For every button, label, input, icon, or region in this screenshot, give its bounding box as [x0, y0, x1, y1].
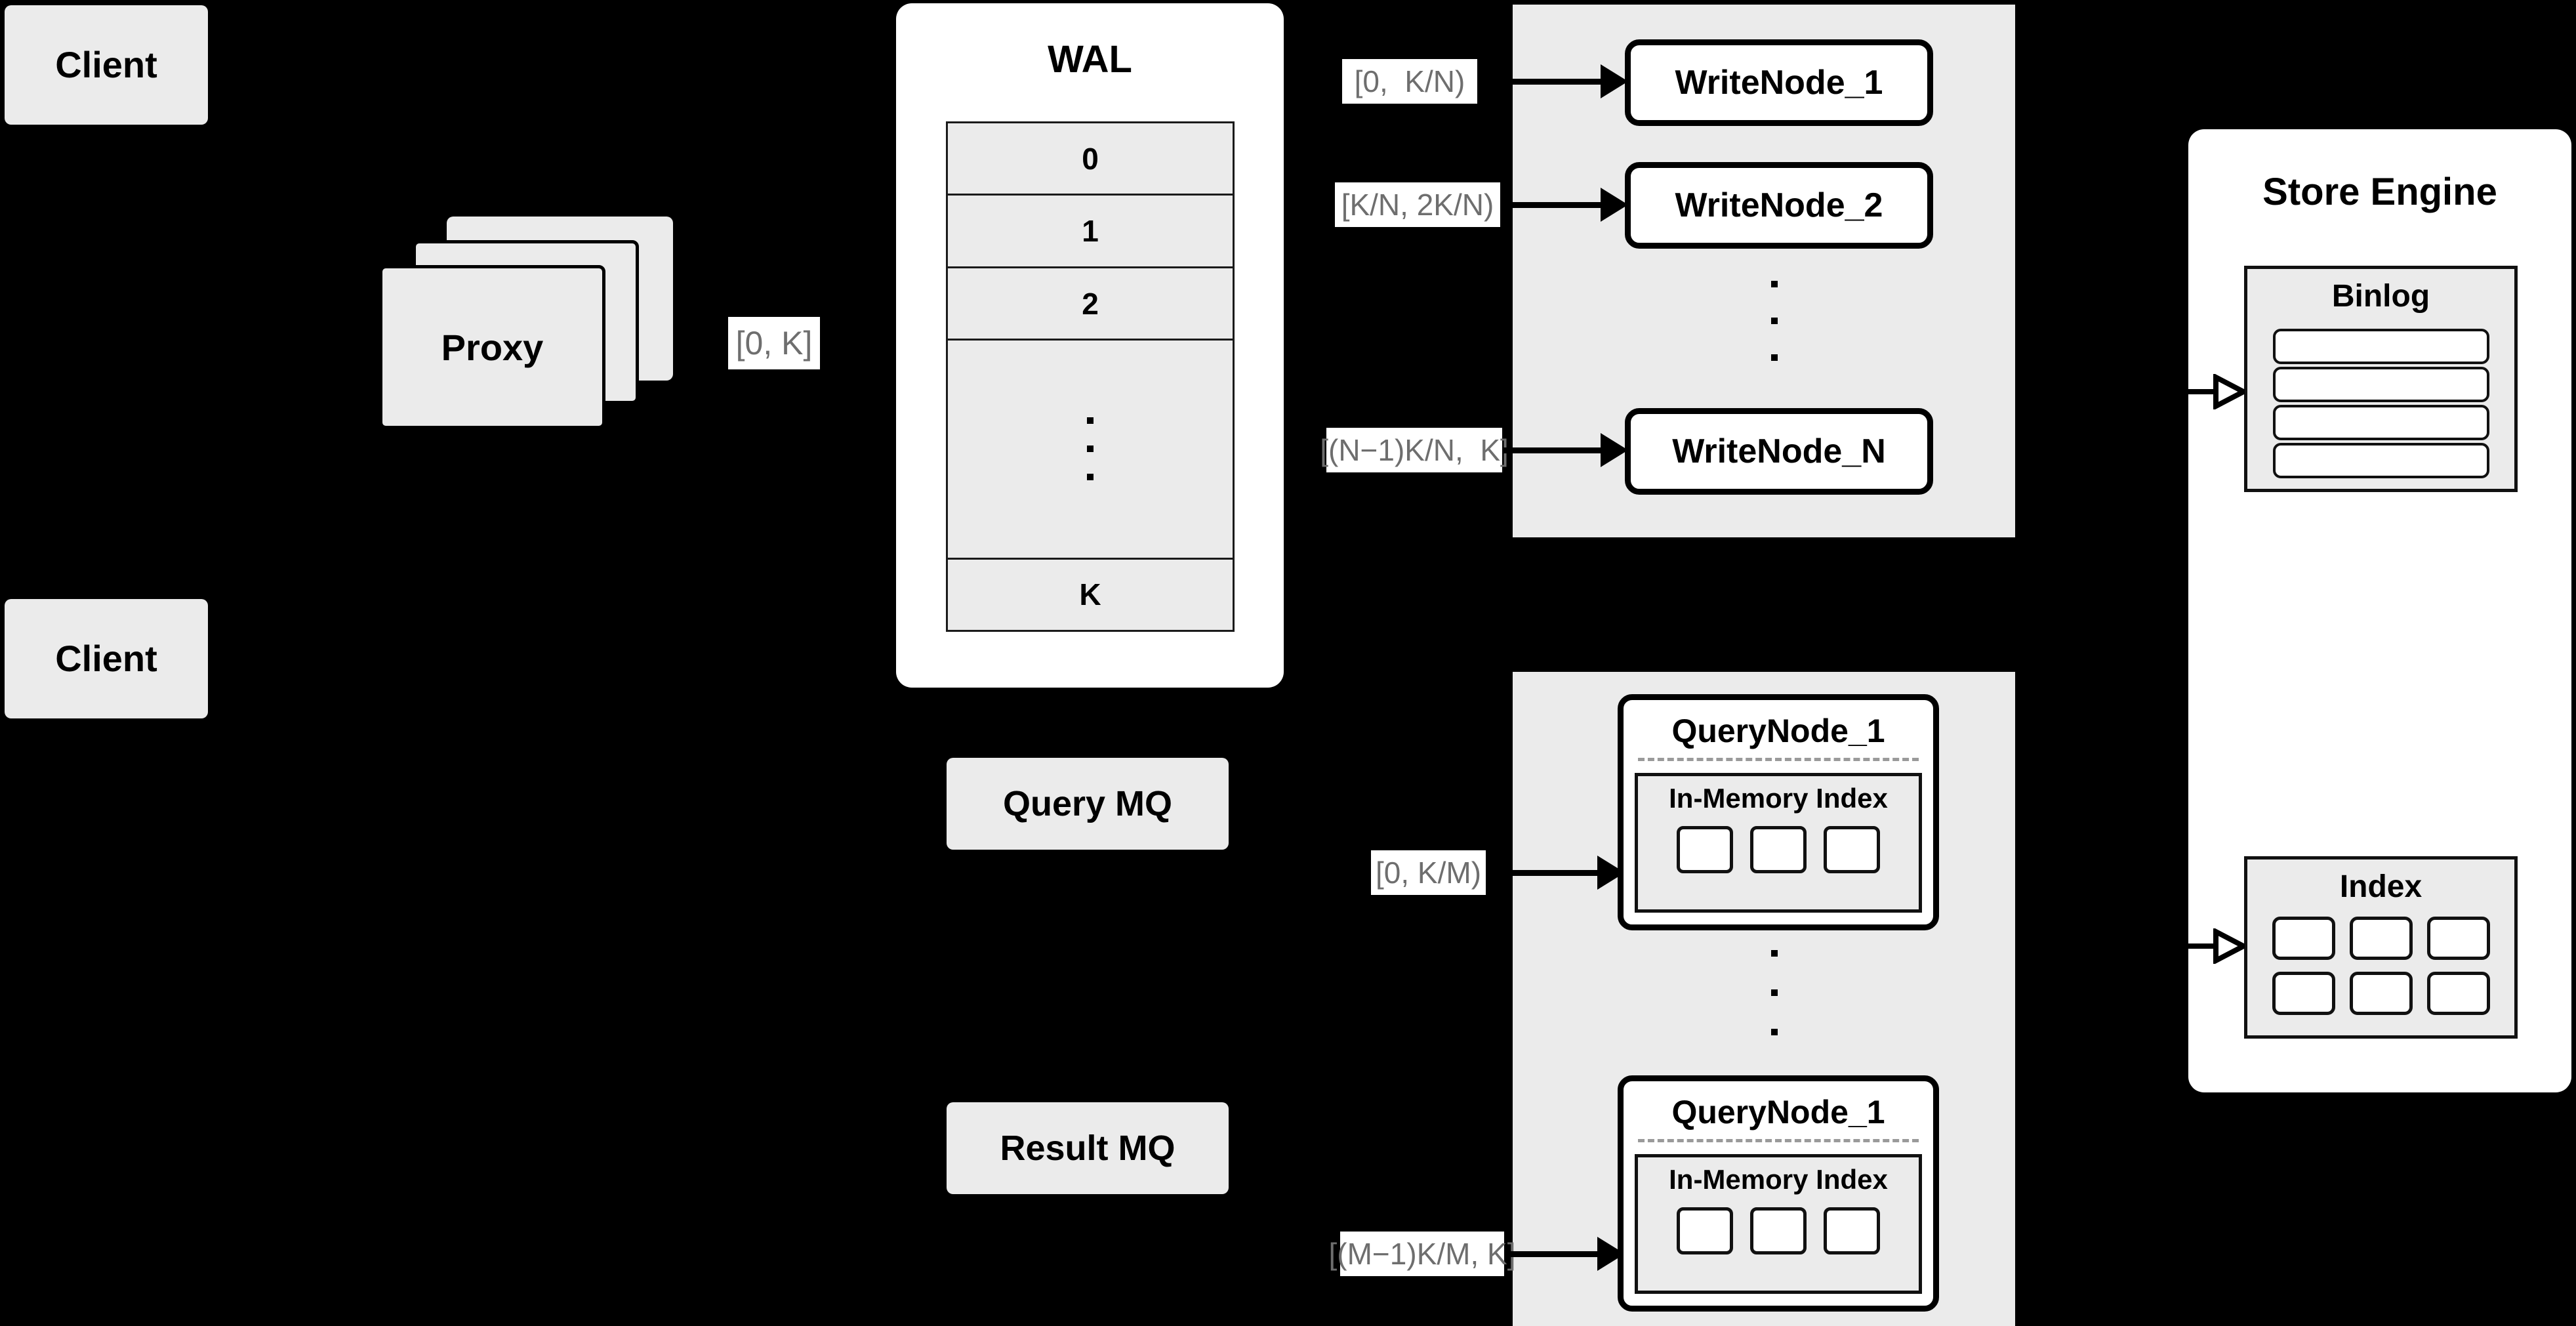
index-cell [1677, 1207, 1733, 1254]
store-index-grid [2272, 917, 2490, 1015]
index-cell [2272, 972, 2335, 1015]
arrow-to-write-node-1-head [1601, 64, 1628, 98]
index-cell [2272, 917, 2335, 960]
index-cell [2349, 917, 2413, 960]
ellipsis-dot [1087, 417, 1094, 425]
store-index-row [2272, 917, 2490, 960]
query-mq-label: Query MQ [1002, 783, 1173, 823]
arrow-to-store-index [2188, 928, 2245, 964]
wal-title: WAL [1048, 38, 1132, 81]
write-node-2[interactable]: WriteNode_2 [1625, 162, 1933, 249]
arrow-to-write-node-1-line [1477, 79, 1608, 85]
range-text: [(N−1)K/N, K] [1320, 433, 1509, 467]
write-node-n-label: WriteNode_N [1672, 432, 1886, 470]
ellipsis-dot [1771, 989, 1778, 996]
arrow-to-write-node-n-line [1502, 447, 1608, 453]
index-cell [1750, 1207, 1807, 1254]
binlog-bar [2272, 443, 2489, 478]
query-node-m-range-label: [(M−1)K/M, K] [1329, 1232, 1516, 1276]
client-label-1: Client [55, 43, 157, 85]
query-node-1[interactable]: QueryNode_1 In-Memory Index [1618, 694, 1939, 930]
arrow-to-query-node-1-line [1486, 870, 1605, 876]
arrow-to-binlog [2188, 374, 2245, 409]
index-cell [1750, 826, 1807, 873]
range-text: [0, K/M) [1375, 856, 1482, 890]
query-node-m-title: QueryNode_1 [1671, 1094, 1885, 1130]
range-text: [(M−1)K/M, K] [1328, 1237, 1516, 1271]
wal-row-label: 0 [1082, 141, 1099, 176]
wal-row-0: 0 [948, 123, 1233, 196]
wal-row-label: 2 [1082, 286, 1099, 321]
write-node-1-label: WriteNode_1 [1675, 64, 1883, 102]
index-cell [2426, 972, 2490, 1015]
store-index-panel: Index [2244, 856, 2518, 1039]
wal-table: 0 1 2 K [946, 121, 1235, 632]
index-cell [2426, 917, 2490, 960]
write-node-n-range-label: [(N−1)K/N, K] [1320, 428, 1509, 472]
range-text: [K/N, 2K/N) [1341, 188, 1494, 222]
client-box-1[interactable]: Client [5, 5, 208, 125]
wal-container: WAL 0 1 2 K [896, 3, 1284, 688]
write-node-2-label: WriteNode_2 [1675, 186, 1883, 224]
write-node-1[interactable]: WriteNode_1 [1625, 39, 1933, 126]
arrow-to-write-node-2-head [1601, 188, 1628, 222]
write-node-n[interactable]: WriteNode_N [1625, 408, 1933, 495]
query-node-m-separator [1638, 1139, 1919, 1142]
in-memory-index-title-1: In-Memory Index [1669, 783, 1888, 814]
wal-row-ellipsis [948, 341, 1233, 560]
wal-row-1: 1 [948, 196, 1233, 268]
write-node-1-range-label: [0, K/N) [1342, 59, 1477, 104]
store-index-row [2272, 972, 2490, 1015]
index-cell [1824, 826, 1880, 873]
ellipsis-dot [1771, 318, 1778, 324]
ellipsis-dot [1771, 354, 1778, 361]
in-memory-index-cells-2 [1677, 1207, 1880, 1254]
index-cell [1824, 1207, 1880, 1254]
binlog-bar [2272, 367, 2489, 402]
query-node-m[interactable]: QueryNode_1 In-Memory Index [1618, 1075, 1939, 1312]
ellipsis-dot [1771, 1029, 1778, 1035]
store-index-title: Index [2339, 869, 2423, 904]
binlog-bars [2272, 329, 2489, 478]
result-mq-box[interactable]: Result MQ [947, 1102, 1229, 1194]
write-node-2-range-label: [K/N, 2K/N) [1335, 182, 1500, 227]
ellipsis-dot [1087, 474, 1094, 481]
query-node-1-separator [1638, 758, 1919, 761]
ellipsis-dot [1771, 281, 1778, 287]
store-engine-title: Store Engine [2262, 171, 2497, 213]
proxy-label: Proxy [441, 326, 544, 368]
query-node-1-title: QueryNode_1 [1671, 713, 1885, 749]
ellipsis-dot [1087, 445, 1094, 453]
in-memory-index-panel-2: In-Memory Index [1635, 1154, 1922, 1294]
wal-row-k: K [948, 559, 1233, 630]
wal-row-label: 1 [1082, 214, 1099, 249]
index-cell [1677, 826, 1733, 873]
index-cell [2349, 972, 2413, 1015]
in-memory-index-panel-1: In-Memory Index [1635, 773, 1922, 913]
in-memory-index-cells-1 [1677, 826, 1880, 873]
binlog-panel: Binlog [2244, 266, 2518, 492]
client-box-2[interactable]: Client [5, 599, 208, 718]
arrow-to-query-node-m-line [1504, 1251, 1605, 1257]
binlog-bar [2272, 405, 2489, 440]
proxy-range-label: [0, K] [728, 317, 820, 369]
proxy-range-text: [0, K] [735, 325, 813, 362]
query-node-1-range-label: [0, K/M) [1371, 850, 1486, 895]
wal-row-label: K [1079, 577, 1101, 612]
client-label-2: Client [55, 637, 157, 679]
arrow-to-write-node-n-head [1601, 433, 1628, 467]
in-memory-index-title-2: In-Memory Index [1669, 1164, 1888, 1195]
query-mq-box[interactable]: Query MQ [947, 758, 1229, 850]
ellipsis-dot [1771, 950, 1778, 957]
result-mq-label: Result MQ [1000, 1128, 1176, 1168]
wal-row-2: 2 [948, 268, 1233, 341]
proxy-box[interactable]: Proxy [379, 265, 605, 429]
range-text: [0, K/N) [1354, 64, 1465, 98]
arrow-to-write-node-2-line [1500, 202, 1608, 208]
binlog-title: Binlog [2331, 279, 2430, 314]
store-engine-container: Store Engine Binlog Index [2188, 129, 2571, 1092]
binlog-bar [2272, 329, 2489, 364]
